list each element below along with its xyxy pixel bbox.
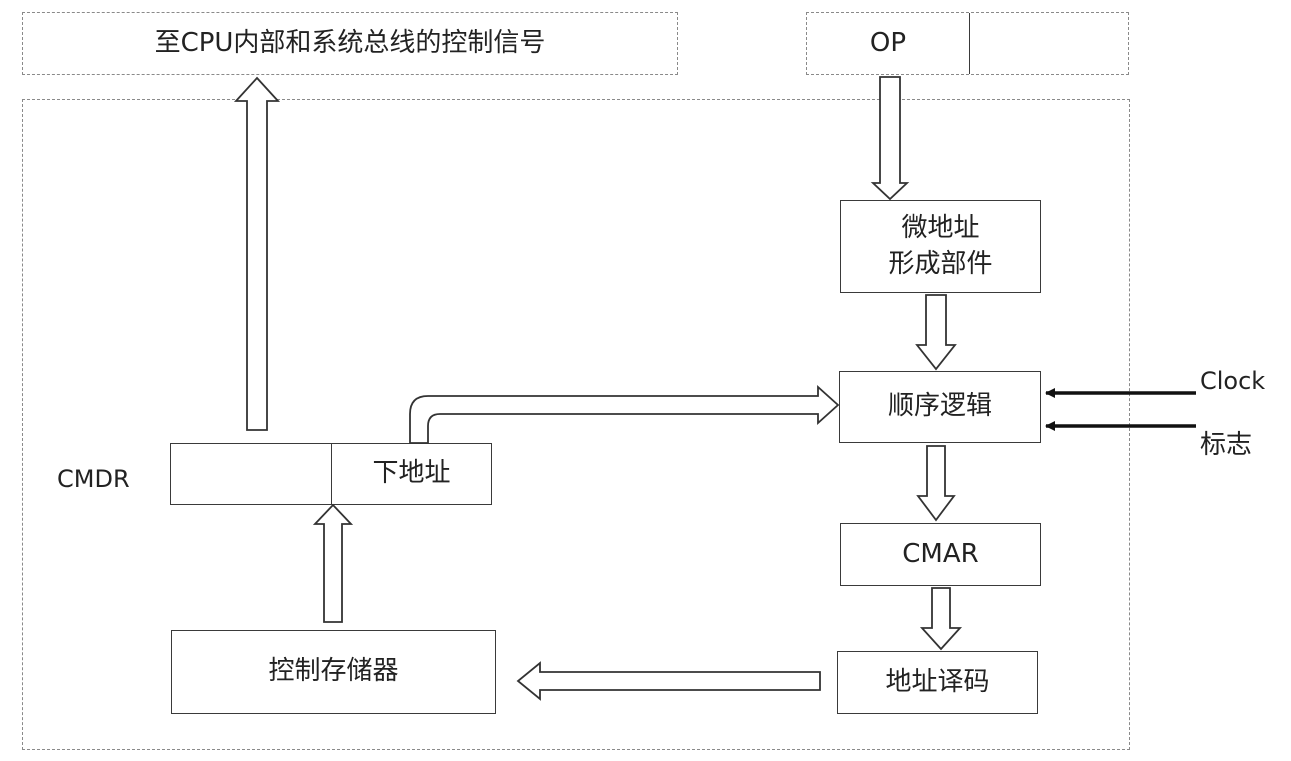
op-label: OP [869,27,907,58]
arrow-op-to-micro-address [870,76,910,201]
flag-label: 标志 [1200,430,1253,460]
sequence-logic-box: 顺序逻辑 [839,371,1041,443]
control-memory-box: 控制存储器 [171,630,496,714]
cmdr-control-field [171,444,332,504]
address-decoder-box: 地址译码 [837,651,1038,714]
next-address-field: 下地址 [332,444,491,504]
arrow-sequence-to-cmar [916,445,956,522]
instruction-register: OP [806,12,1129,75]
arrow-micro-address-to-sequence [915,294,957,371]
arrow-control-memory-to-cmdr [312,503,354,623]
cmdr-label: CMDR [57,465,130,493]
micro-address-unit: 微地址 形成部件 [840,200,1041,293]
cmdr-register: 下地址 [170,443,492,505]
cmar-label: CMAR [902,538,979,569]
control-signals-box: 至CPU内部和系统总线的控制信号 [22,12,678,75]
next-address-label: 下地址 [372,458,451,489]
arrow-cmdr-to-control-signals [233,76,281,431]
sequence-logic-label: 顺序逻辑 [887,391,992,422]
arrow-cmar-to-decoder [919,587,963,651]
cmar-box: CMAR [840,523,1041,586]
arrow-next-address-to-sequence [409,384,840,444]
control-memory-label: 控制存储器 [268,656,399,687]
address-decoder-label: 地址译码 [885,666,990,697]
control-signals-label: 至CPU内部和系统总线的控制信号 [154,27,546,58]
op-field: OP [807,13,970,74]
arrow-decoder-to-control-memory [516,661,821,701]
micro-address-unit-label: 微地址 形成部件 [888,213,993,279]
clock-label: Clock [1200,367,1266,395]
